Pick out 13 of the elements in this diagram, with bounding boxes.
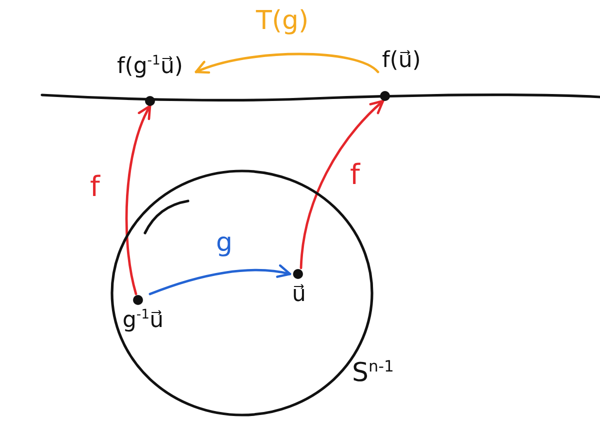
edge-label: f <box>350 160 360 190</box>
sphere-label: S$^{n-1}$ <box>352 360 394 386</box>
point-label: f(g$^{-1}$u⃗) <box>116 54 184 80</box>
point-label: g$^{-1}$u⃗ <box>121 308 165 334</box>
arrow <box>148 264 292 296</box>
arrow <box>194 52 380 74</box>
edge-label: g <box>216 228 233 258</box>
point-label: u⃗ <box>292 282 307 308</box>
edge-label: T(g) <box>256 6 309 36</box>
arrow <box>125 104 152 296</box>
arrow <box>300 100 384 270</box>
edge-label: f <box>90 172 100 202</box>
point-label: f(u⃗) <box>382 48 422 74</box>
